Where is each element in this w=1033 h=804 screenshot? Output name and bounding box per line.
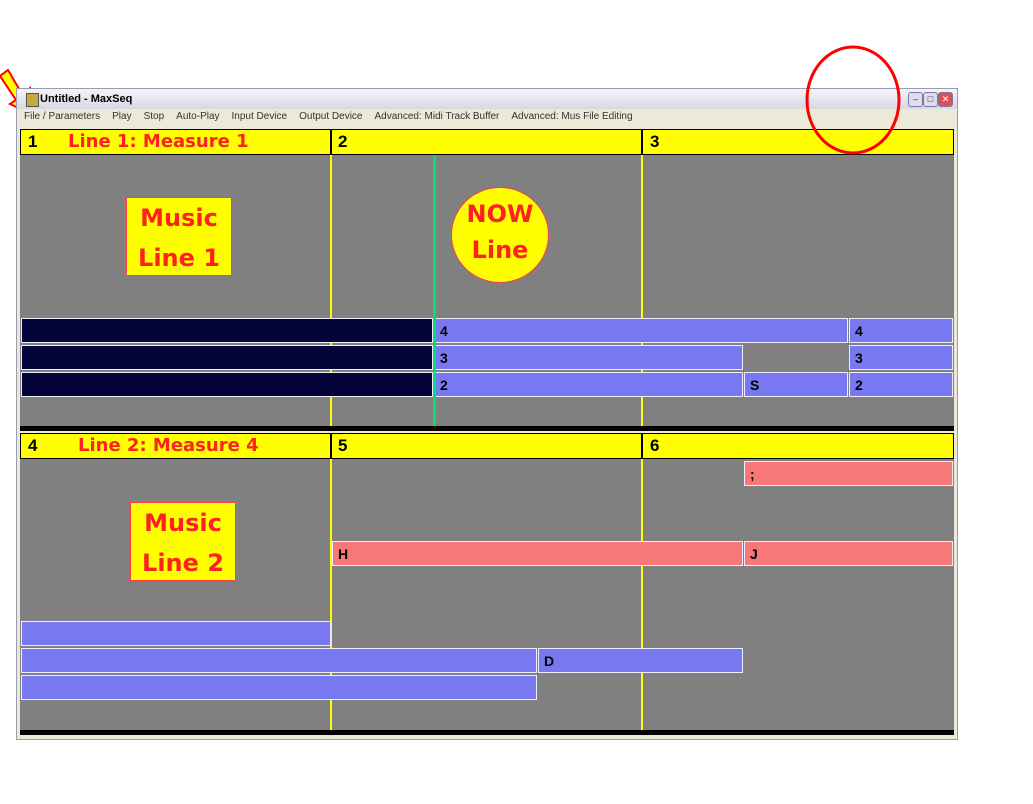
minimize-button[interactable]: – xyxy=(908,92,923,107)
note-bar[interactable]: J xyxy=(744,541,953,566)
menu-input-device[interactable]: Input Device xyxy=(231,111,288,122)
line1-label: Line 1: Measure 1 xyxy=(68,131,249,152)
note-bar[interactable]: 3 xyxy=(434,345,743,370)
menu-midi-track-buffer[interactable]: Advanced: Midi Track Buffer xyxy=(374,111,500,122)
app-icon xyxy=(26,93,39,107)
measure-line xyxy=(330,459,332,736)
close-button[interactable]: ✕ xyxy=(938,92,953,107)
measure-number: 2 xyxy=(338,132,348,151)
note-bar[interactable] xyxy=(21,675,537,700)
menu-auto-play[interactable]: Auto-Play xyxy=(176,111,220,122)
measure-line xyxy=(641,459,643,736)
note-bar[interactable]: 4 xyxy=(434,318,848,343)
note-bar[interactable]: 2 xyxy=(849,372,953,397)
measure-number: 4 xyxy=(28,436,38,455)
line2-header xyxy=(20,433,954,459)
note-bar[interactable] xyxy=(21,648,537,673)
menu-mus-file-editing[interactable]: Advanced: Mus File Editing xyxy=(511,111,633,122)
note-bar[interactable]: 3 xyxy=(849,345,953,370)
note-bar[interactable]: ; xyxy=(744,461,953,486)
divider xyxy=(330,129,332,155)
line2-label: Line 2: Measure 4 xyxy=(78,435,259,456)
measure-number: 1 xyxy=(28,132,38,151)
measure-line xyxy=(641,155,643,426)
window-title: Untitled - MaxSeq xyxy=(40,93,133,105)
note-bar[interactable] xyxy=(21,372,433,397)
divider xyxy=(330,433,332,459)
line-separator xyxy=(20,730,954,735)
divider xyxy=(641,433,643,459)
note-bar[interactable]: S xyxy=(744,372,848,397)
menu-output-device[interactable]: Output Device xyxy=(299,111,363,122)
maximize-button[interactable]: □ xyxy=(923,92,938,107)
menu-bar: File / Parameters Play Stop Auto-Play In… xyxy=(24,111,633,122)
line1-header xyxy=(20,129,954,155)
measure-number: 5 xyxy=(338,436,348,455)
title-bar[interactable] xyxy=(17,89,957,109)
note-bar[interactable]: 4 xyxy=(849,318,953,343)
note-bar[interactable] xyxy=(21,621,331,646)
measure-line xyxy=(330,155,332,426)
divider xyxy=(641,129,643,155)
note-bar[interactable] xyxy=(21,345,433,370)
note-bar[interactable] xyxy=(21,318,433,343)
measure-number: 3 xyxy=(650,132,660,151)
menu-file-parameters[interactable]: File / Parameters xyxy=(24,111,101,122)
note-bar[interactable]: 2 xyxy=(434,372,743,397)
line-separator xyxy=(20,426,954,431)
menu-play[interactable]: Play xyxy=(112,111,132,122)
note-bar[interactable]: D xyxy=(538,648,743,673)
measure-number: 6 xyxy=(650,436,660,455)
now-line[interactable] xyxy=(433,155,436,431)
note-bar[interactable]: H xyxy=(332,541,743,566)
menu-stop[interactable]: Stop xyxy=(143,111,165,122)
circle-annotation xyxy=(805,45,901,155)
